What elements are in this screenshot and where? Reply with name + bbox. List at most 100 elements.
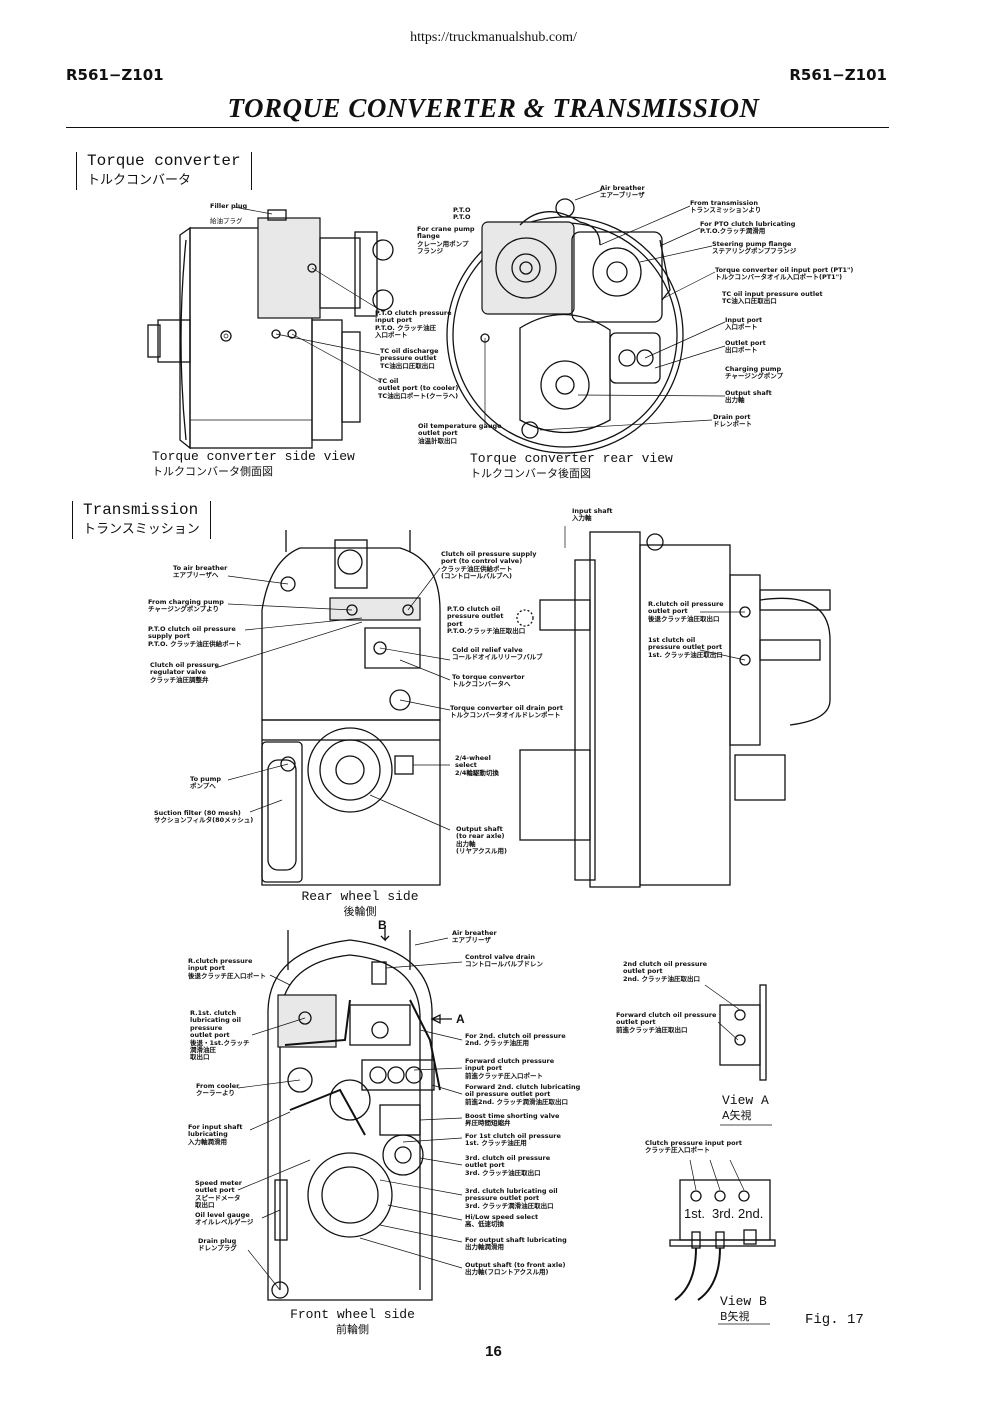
label-steering-pump: Steering pump flange ステアリングポンプフランジ (712, 240, 797, 256)
caption-jp: A矢視 (722, 1109, 752, 1122)
label-third-clutch-outlet: 3rd. clutch oil pressure outlet port 3rd… (465, 1154, 551, 1177)
label-fwd-2nd-lub: Forward 2nd. clutch lubricating oil pres… (465, 1083, 581, 1106)
section-title-jp: トルクコンバータ (87, 173, 192, 188)
document-code-right: R561−Z101 (789, 66, 887, 84)
label-tc-drain-port: Torque converter oil drain port トルクコンバータ… (450, 704, 563, 720)
view-b-drawing (669, 1159, 776, 1301)
tc-side-view-drawing (147, 206, 394, 450)
label-speed-meter: Speed meter outlet port スピードメータ 取出口 (195, 1179, 242, 1210)
label-first-clutch-outlet: 1st clutch oil pressure outlet port 1st.… (648, 636, 723, 659)
section-title: Torque converter (87, 152, 241, 170)
label-first-clutch-oil: For 1st clutch oil pressure 1st. クラッチ油圧用 (465, 1132, 561, 1148)
label-second-clutch-outlet: 2nd clutch oil pressure outlet port 2nd.… (623, 960, 708, 983)
label-oil-level-gauge: Oil level gauge オイルレベルゲージ (195, 1211, 254, 1227)
label-clutch-pressure-input: Clutch pressure input port クラッチ圧入口ポート (645, 1139, 742, 1155)
label-boost-valve: Boost time shorting valve 昇圧時間短縮弁 (465, 1112, 560, 1128)
label-charging-pump-1: Charging pump チャージングポンプ (725, 365, 784, 381)
label-pto-clutch-supply: P.T.O clutch oil pressure supply port P.… (148, 625, 242, 648)
label-to-tc: To torque convertor トルクコンバータへ (452, 673, 525, 689)
caption-tc-rear: Torque converter rear view トルクコンバータ後面図 (470, 451, 673, 481)
label-output-front: Output shaft (to front axle) 出力軸(フロントアクス… (465, 1261, 566, 1277)
view-a-drawing (704, 984, 767, 1081)
caption-tc-side: Torque converter side view トルクコンバータ側面図 (152, 449, 355, 479)
caption-jp: トルクコンバータ後面図 (470, 467, 591, 480)
label-clutch-reg-valve: Clutch oil pressure regulator valve クラッチ… (150, 661, 219, 684)
caption-jp: B矢視 (720, 1310, 750, 1323)
section-torque-converter: Torque converter トルクコンバータ (76, 152, 252, 190)
label-pto: P.T.O P.T.O (453, 206, 471, 222)
label-clutch-supply-port: Clutch oil pressure supply port (to cont… (441, 550, 537, 581)
caption-en: Torque converter side view (152, 449, 355, 464)
label-air-breather-1: Air breather エアーブリーザ (600, 184, 645, 200)
page-title: TORQUE CONVERTER & TRANSMISSION (227, 93, 760, 123)
view-b-1st-label: 1st. (684, 1206, 705, 1221)
caption-view-a: View A A矢視 (722, 1093, 769, 1123)
transmission-side-drawing (516, 526, 831, 888)
label-to-pump: To pump ポンプへ (190, 775, 222, 791)
label-output-rear: Output shaft (to rear axle) 出力軸 (リヤアクスル用… (456, 825, 507, 856)
caption-jp: 後輪側 (343, 905, 377, 918)
label-air-breather-2: Air breather エアブリーザ (452, 929, 497, 945)
document-code-left: R561−Z101 (66, 66, 164, 84)
caption-front-wheel: Front wheel side 前輪側 (285, 1307, 420, 1337)
label-to-air-breather: To air breather エアブリーザへ (173, 564, 228, 580)
page-number: 16 (485, 1343, 502, 1360)
label-en: Filler plug (210, 202, 248, 211)
transmission-rear-drawing (214, 530, 451, 886)
label-crane-pump: For crane pump flange クレーン用ポンプ フランジ (417, 225, 475, 256)
label-second-clutch: For 2nd. clutch oil pressure 2nd. クラッチ油圧… (465, 1032, 566, 1048)
label-input-port: Input port 入口ポート (725, 316, 763, 332)
label-drain-port: Drain port ドレンポート (713, 413, 752, 429)
label-from-transmission: From transmission トランスミッションより (690, 199, 762, 215)
label-jp: 給油プラグ (210, 217, 243, 226)
label-tc-oil-outlet: TC oil outlet port (to cooler) TC油出口ポート(… (378, 377, 459, 400)
label-from-charging-pump: From charging pump チャージングポンプより (148, 598, 224, 614)
label-from-cooler: From cooler クーラーより (196, 1082, 240, 1098)
label-tc-input-outlet: TC oil input pressure outlet TC油入口圧取出口 (722, 290, 823, 306)
caption-en: Torque converter rear view (470, 451, 673, 466)
label-forward-clutch: Forward clutch pressure input port 前進クラッ… (465, 1057, 555, 1080)
caption-en: Rear wheel side (301, 889, 419, 904)
caption-jp: トルクコンバータ側面図 (152, 465, 273, 478)
label-tc-oil-discharge: TC oil discharge pressure outlet TC油出口圧取… (380, 347, 439, 370)
caption-en: Front wheel side (290, 1307, 415, 1322)
view-b-2nd-label: 2nd. (738, 1206, 764, 1221)
title-rule (66, 127, 889, 128)
caption-view-b: View B B矢視 (720, 1294, 767, 1324)
label-suction-filter: Suction filter (80 mesh) サクションフィルタ(80メッシ… (154, 809, 254, 825)
section-transmission: Transmission トランスミッション (72, 501, 211, 539)
caption-en: View B (720, 1294, 767, 1309)
caption-jp: 前輪側 (336, 1323, 369, 1336)
section-title-jp: トランスミッション (83, 522, 200, 537)
label-oil-temp-gauge: Oil temperature gauge outlet port 油温計取出口 (418, 422, 502, 445)
label-output-shaft-lub: For output shaft lubricating 出力軸潤滑用 (465, 1236, 567, 1252)
label-output-shaft-1: Output shaft 出力軸 (725, 389, 772, 405)
label-r-clutch-input: R.clutch pressure input port 後退クラッチ圧入口ポー… (188, 957, 266, 980)
arrow-a-label: A (456, 1012, 465, 1026)
figure-number: Fig. 17 (805, 1312, 864, 1328)
section-title: Transmission (83, 501, 199, 519)
view-b-3rd-label: 3rd. (712, 1206, 735, 1221)
label-input-shaft-lub: For input shaft lubricating 入力軸潤滑用 (188, 1123, 243, 1146)
label-input-shaft: Input shaft 入力軸 (572, 507, 613, 523)
transmission-front-drawing (237, 928, 463, 1301)
label-third-clutch-lub: 3rd. clutch lubricating oil pressure out… (465, 1187, 558, 1210)
label-drain-plug: Drain plug ドレンプラグ (198, 1237, 237, 1253)
label-outlet-port: Outlet port 出口ポート (725, 339, 766, 355)
label-pto-lub: For PTO clutch lubricating P.T.O.クラッチ潤滑用 (700, 220, 796, 236)
label-hi-low: Hi/Low speed select 高、低速切換 (465, 1213, 539, 1229)
label-tc-input-pt1: Torque converter oil input port (PT1") ト… (715, 266, 854, 282)
label-cold-oil-relief: Cold oil relief valve コールドオイルリリーフバルブ (452, 646, 543, 662)
source-url: https://truckmanualshub.com/ (410, 30, 577, 45)
label-filler-plug: Filler plug 給油プラグ (210, 196, 247, 233)
label-forward-clutch-outlet: Forward clutch oil pressure outlet port … (616, 1011, 717, 1034)
label-control-valve-drain: Control valve drain コントロールバルブドレン (465, 953, 543, 969)
label-wheel-select: 2/4-wheel select 2/4輪駆動切換 (455, 754, 499, 777)
arrow-b-label: B (378, 918, 387, 932)
tc-rear-view-drawing (446, 189, 726, 454)
label-r-1st-lub: R.1st. clutch lubricating oil pressure o… (190, 1009, 250, 1062)
label-pto-clutch-outlet: P.T.O clutch oil pressure outlet port P.… (447, 605, 526, 636)
caption-en: View A (722, 1093, 769, 1108)
label-r-clutch-outlet: R.clutch oil pressure outlet port 後退クラッチ… (648, 600, 724, 623)
caption-rear-wheel: Rear wheel side 後輪側 (295, 889, 425, 919)
